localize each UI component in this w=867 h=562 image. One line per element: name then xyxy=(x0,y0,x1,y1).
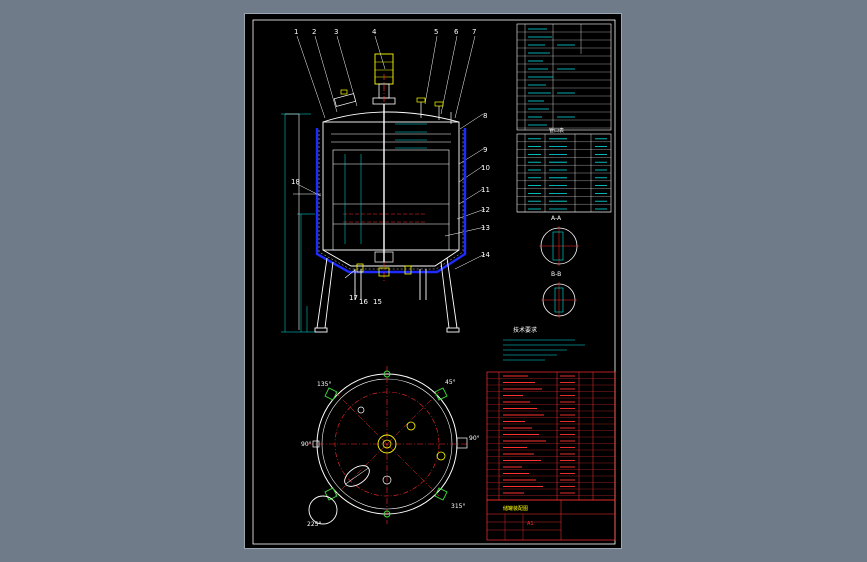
part-label: 11 xyxy=(481,186,490,194)
top-head xyxy=(322,111,460,123)
engineering-drawing: 1 2 3 4 5 6 7 8 9 10 11 12 13 14 15 16 1… xyxy=(252,19,616,545)
section-label: A-A xyxy=(551,215,562,222)
part-number-labels: 1 2 3 4 5 6 7 8 9 10 11 12 13 14 15 16 1… xyxy=(291,28,490,306)
angle-label: 225° xyxy=(307,521,321,528)
parts-list xyxy=(486,371,616,501)
part-label: 1 xyxy=(294,28,298,36)
part-label: 10 xyxy=(481,164,490,172)
vessel-shell xyxy=(322,121,460,251)
title-block-drawing-no: A1 xyxy=(527,521,534,527)
nozzle-top-2 xyxy=(434,101,444,107)
angle-label: 90° xyxy=(301,441,312,448)
angle-label: 135° xyxy=(317,381,331,388)
nozzle-top-1 xyxy=(416,97,426,103)
manhole xyxy=(333,93,357,107)
part-label: 7 xyxy=(472,28,476,36)
design-data-table xyxy=(516,23,612,131)
part-label: 12 xyxy=(481,206,490,214)
part-label: 17 xyxy=(349,294,358,302)
leader-lines xyxy=(296,35,486,270)
part-label: 8 xyxy=(483,112,487,120)
elevation-view: 1 2 3 4 5 6 7 8 9 10 11 12 13 14 15 16 1… xyxy=(281,28,490,333)
plan-manhole xyxy=(344,465,370,487)
part-label: 15 xyxy=(373,298,382,306)
part-label: 4 xyxy=(372,28,377,36)
tech-requirements: 技术要求 xyxy=(503,326,585,361)
part-label: 13 xyxy=(481,224,490,232)
nozzle-table-title: 管口表 xyxy=(549,127,564,134)
part-label: 18 xyxy=(291,178,300,186)
inner-frame xyxy=(252,19,616,545)
angle-label: 90° xyxy=(469,435,480,442)
agitator-center xyxy=(377,434,397,454)
part-label: 5 xyxy=(434,28,438,36)
support-legs xyxy=(314,257,460,333)
part-label: 2 xyxy=(312,28,316,36)
agitator-hub xyxy=(374,251,394,263)
inner-frame-structure xyxy=(332,149,450,251)
bottom-outlet xyxy=(378,267,390,277)
part-label: 16 xyxy=(359,298,368,306)
tech-requirements-title: 技术要求 xyxy=(513,326,537,334)
part-label: 14 xyxy=(481,251,490,259)
heating-jacket xyxy=(315,128,467,274)
nozzle-table: 管口表 xyxy=(516,127,612,213)
bottom-cone xyxy=(322,249,460,267)
angle-labels: 135° 45° 90° 90° 225° 315° xyxy=(301,379,480,528)
part-label: 9 xyxy=(483,146,487,154)
section-details: A-A B-B xyxy=(539,215,579,318)
part-label: 6 xyxy=(454,28,459,36)
drawing-sheet: 1 2 3 4 5 6 7 8 9 10 11 12 13 14 15 16 1… xyxy=(244,13,622,549)
title-block: 储罐装配图 A1 xyxy=(486,499,616,541)
dimension-lines xyxy=(281,113,427,333)
section-label: B-B xyxy=(551,271,561,278)
title-block-name: 储罐装配图 xyxy=(503,505,528,512)
platform-circle xyxy=(308,495,338,525)
part-label: 3 xyxy=(334,28,338,36)
angle-label: 45° xyxy=(445,379,456,386)
angle-label: 315° xyxy=(451,503,465,510)
plan-view: 135° 45° 90° 90° 225° 315° xyxy=(301,366,480,528)
